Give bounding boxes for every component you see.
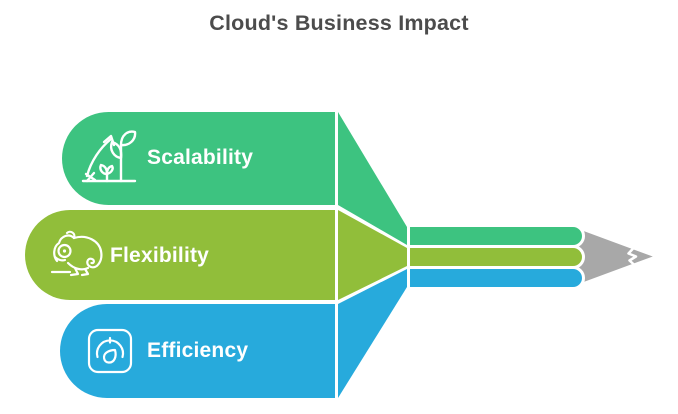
banner-label-scalability: Scalability [147,146,254,169]
banner-scalability [62,112,335,205]
banner-label-efficiency: Efficiency [147,339,249,362]
chameleon-icon [50,230,108,282]
pencil-stripe-flexibility [407,245,585,269]
pencil-tip-zigzag [627,246,638,267]
plant-growth-icon [80,128,138,186]
page-title: Cloud's Business Impact [209,11,469,35]
banner-efficiency [60,304,335,398]
banner-flexibility [25,210,335,300]
gauge-icon [87,328,133,374]
pencil-stripe-efficiency [407,266,585,290]
pencil-tip-triangle [575,225,659,288]
banner-label-flexibility: Flexibility [110,244,210,267]
